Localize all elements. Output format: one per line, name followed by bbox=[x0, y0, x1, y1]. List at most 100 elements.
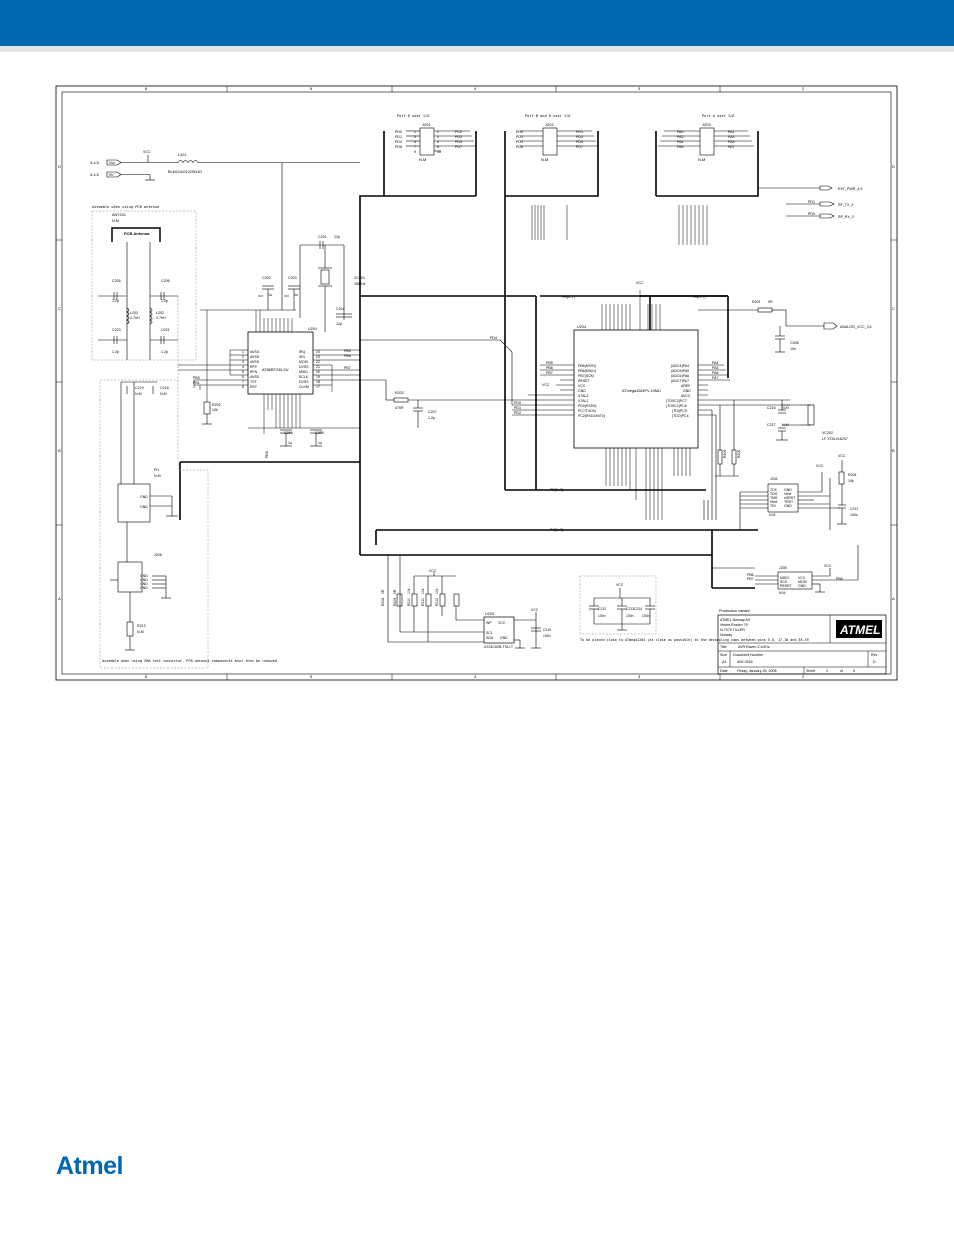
c218-value: N.M bbox=[160, 392, 167, 396]
variant-label: Production variant bbox=[719, 609, 751, 613]
r213-label: R213 bbox=[137, 624, 146, 628]
pb0-label: PB0 bbox=[193, 376, 200, 380]
decoupling-box: VCC C212 C213 C214 100n 100n 100n To be … bbox=[579, 575, 809, 642]
vcc-label: VCC bbox=[542, 383, 550, 387]
pin-label: PD0 bbox=[516, 130, 523, 134]
u201-label: U201 bbox=[308, 327, 317, 331]
rf-rx-label: RF_RX_3 bbox=[838, 215, 854, 219]
titleblock-logo-text: ATMEL bbox=[839, 623, 880, 637]
bus-label-pc: PC[0..7] bbox=[550, 528, 563, 532]
vcc-label: VCC bbox=[429, 569, 437, 573]
pb5-label: PB5 bbox=[265, 451, 269, 458]
u201-part: AT86RF230-ZU bbox=[262, 368, 289, 372]
placement-note: To be placed close to ATmega1284 (as clo… bbox=[580, 638, 809, 642]
net-label: PD1 bbox=[514, 406, 521, 410]
vcc-label: VCC bbox=[531, 608, 539, 612]
r204-label: R204 bbox=[723, 450, 727, 458]
header-bar bbox=[0, 0, 954, 46]
pin-label: SCLK bbox=[299, 375, 309, 379]
rev-label: Rev bbox=[871, 653, 878, 657]
r202-value: 10k bbox=[212, 408, 218, 412]
pin-label: PA4 bbox=[677, 140, 684, 144]
bus-label-pd: PD[0..7] bbox=[550, 488, 563, 492]
gnd-port bbox=[106, 171, 122, 178]
pin-label: RESET bbox=[578, 379, 591, 383]
c211-label: C211 bbox=[850, 507, 858, 511]
title-value: AVR Raven 2.4GHz bbox=[738, 645, 770, 649]
c206-label: C206 bbox=[161, 279, 170, 283]
pin-number: 1 bbox=[242, 350, 244, 354]
rev-value: D bbox=[873, 660, 876, 664]
pin-number: 5 bbox=[242, 370, 244, 374]
vcc-label: VCC bbox=[616, 583, 624, 587]
r203-label: R203 bbox=[395, 391, 404, 395]
pin-label: GND bbox=[500, 636, 508, 640]
pin-number: 7 bbox=[414, 145, 416, 149]
pin-label: PC0 bbox=[455, 130, 462, 134]
col-label: 4 bbox=[474, 674, 477, 679]
c210-label: C210 bbox=[284, 431, 293, 435]
pin-label: Vtref bbox=[784, 492, 791, 496]
pin-label: PA5 bbox=[728, 140, 735, 144]
pin-label: DVSS bbox=[299, 380, 309, 384]
pin-label: TDO bbox=[770, 492, 778, 496]
r211-label: R211 bbox=[421, 598, 425, 606]
row-label: C bbox=[58, 306, 61, 311]
c213-label: C213 bbox=[626, 607, 634, 611]
c216-label: C216 bbox=[767, 406, 776, 410]
header-j202: J202 N.M PD0 PD1 PD4 PD6 PD1 PD3 PD5 PD7 bbox=[516, 122, 598, 162]
pin-label: GND bbox=[140, 582, 148, 586]
pin-label: MOSI bbox=[299, 360, 308, 364]
pin-number: 8 bbox=[437, 145, 439, 149]
pin-label: GND bbox=[578, 389, 586, 393]
r201-value: 0R bbox=[768, 300, 773, 304]
c201-label: C201 bbox=[318, 235, 327, 239]
frame-inner bbox=[61, 91, 892, 675]
date-label: Date bbox=[720, 669, 728, 673]
pin-number: 18 bbox=[316, 380, 320, 384]
header-titles: Port D user I/O Port B and D user I/O Po… bbox=[397, 114, 734, 118]
r208-label: R208 bbox=[381, 598, 385, 606]
company-line: ATMEL Norway AS bbox=[720, 618, 751, 622]
c207-value: 1.2p bbox=[428, 416, 435, 420]
c215-label: C215 bbox=[543, 628, 551, 632]
size-value: A3 bbox=[722, 660, 726, 664]
c206-value: 1.2p bbox=[161, 299, 168, 303]
c216-value: N.M bbox=[782, 406, 789, 410]
c205-value: 1.2p bbox=[112, 299, 119, 303]
pin-label: TRST bbox=[784, 500, 794, 504]
net-label: PB6 bbox=[344, 354, 351, 358]
c214-label: C214 bbox=[634, 607, 642, 611]
pin-label: RST bbox=[250, 385, 258, 389]
pin-label: PD3 bbox=[455, 135, 462, 139]
xc202-value: LF XTAL016207 bbox=[822, 437, 848, 441]
c221-label: C221 bbox=[161, 328, 170, 332]
pin-number: 1 bbox=[414, 130, 416, 134]
pin-number: 10 bbox=[437, 150, 441, 154]
pin-label: AVSS bbox=[250, 360, 260, 364]
c221-value: 1.2p bbox=[161, 350, 168, 354]
c204-value: 12p bbox=[336, 322, 342, 326]
docnum-value: A09-0316 bbox=[737, 660, 753, 664]
pcb-antenna-label: PCB Antenna bbox=[124, 231, 150, 236]
xc201-value: 16MHz bbox=[354, 282, 366, 286]
pin-number: 2 bbox=[242, 355, 244, 359]
pin-label: PD0(RXD0) bbox=[578, 404, 596, 408]
l201-part: BLM21AG102SN1D bbox=[168, 170, 202, 174]
l202-label: L202 bbox=[156, 311, 164, 315]
pb1-label: PB1 bbox=[193, 381, 200, 385]
pin-number: 6 bbox=[242, 375, 244, 379]
pin-label: (ADC7)PA7 bbox=[671, 379, 689, 383]
pin-label: PD1 bbox=[576, 130, 583, 134]
pin-label: PD5 bbox=[576, 140, 583, 144]
header-stripe bbox=[0, 46, 954, 52]
c204-label: C204 bbox=[336, 307, 345, 311]
sma-note: Assemble when using SMA test connector. … bbox=[102, 659, 277, 663]
pin-label: PD1 bbox=[516, 135, 523, 139]
row-label: D bbox=[892, 164, 895, 169]
c209-label: C209 bbox=[315, 431, 324, 435]
row-label: B bbox=[58, 448, 61, 453]
size-label: Size bbox=[720, 653, 727, 657]
row-label: A bbox=[58, 596, 61, 601]
pin-label: VCC bbox=[798, 576, 806, 580]
